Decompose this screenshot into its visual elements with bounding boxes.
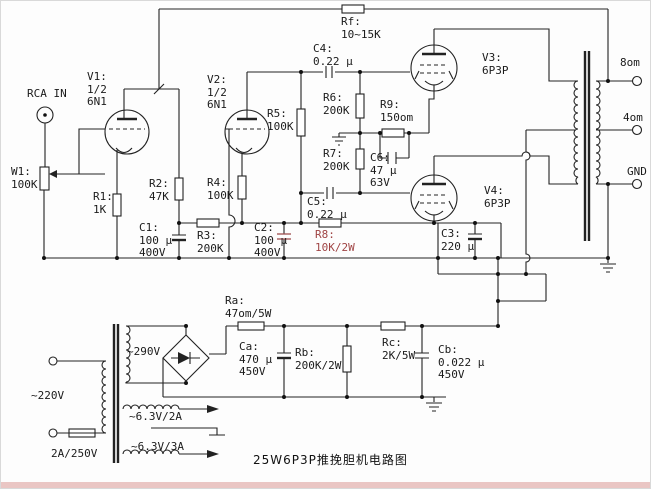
label-r9: R9: 150om (380, 98, 414, 124)
resistor-r4-symbol (237, 175, 247, 200)
diagram-title: 25W6P3P推挽胆机电路图 (253, 453, 408, 467)
label-ra: Ra: 47om/5W (225, 294, 272, 320)
resistor-rf-symbol (341, 4, 365, 14)
label-r8: R8: 10K/2W (315, 228, 355, 254)
resistor-rc-symbol (380, 321, 406, 331)
v4-plate-wire (434, 151, 578, 185)
label-c3: C3: 220 μ (441, 227, 475, 253)
diode-icon (178, 352, 190, 364)
output-transformer-primary (573, 80, 581, 185)
label-rf: Rf: 10~15K (341, 15, 381, 41)
label-r7: R7: 200K (323, 147, 350, 173)
label-v4: V4: 6P3P (484, 184, 511, 210)
label-c1: C1: 100 μ 400V (139, 221, 173, 259)
terminal-gnd-icon (631, 178, 643, 190)
label-v3: V3: 6P3P (482, 51, 509, 77)
resistor-r2-symbol (174, 177, 184, 201)
label-heater-1: ~6.3V/2A (129, 410, 182, 423)
label-fuse: 2A/250V (51, 447, 98, 460)
resistor-ra-symbol (237, 321, 265, 331)
output-transformer-secondary (593, 80, 601, 185)
capacitor-c6-symbol (379, 133, 410, 164)
feedback-junction (124, 9, 179, 95)
resistor-r9-symbol (381, 128, 405, 138)
label-rca-in: RCA IN (27, 87, 67, 100)
power-transformer-primary (101, 360, 107, 434)
heater-winding-1 (122, 404, 207, 410)
resistor-r8-symbol (318, 218, 342, 228)
label-hv-winding: ~290V (127, 345, 161, 358)
capacitor-cb-symbol (415, 326, 429, 397)
resistor-r1-symbol (112, 193, 122, 217)
watermark-strip (1, 482, 650, 488)
output-transformer-core (583, 51, 591, 241)
mains-terminal-icon (48, 356, 58, 366)
capacitor-c5-symbol (301, 187, 410, 199)
label-terminal-8ohm: 8om (620, 56, 640, 69)
label-r4: R4: 100K (207, 176, 234, 202)
resistor-r3-symbol (196, 218, 220, 228)
label-c2: C2: 100 μ 400V (254, 221, 288, 259)
label-heater-2: ~6.3V/3A (131, 440, 184, 453)
resistor-r7-symbol (355, 148, 365, 170)
label-mains: ~220V (31, 389, 65, 402)
tube-v1-symbol (104, 109, 150, 155)
label-c4: C4: 0.22 μ (313, 42, 353, 68)
c3-enclosure (437, 222, 502, 258)
heater-arrow-icon (207, 405, 219, 413)
label-ca: Ca: 470 μ 450V (239, 340, 273, 378)
junction-dots (42, 70, 610, 399)
label-rc: Rc: 2K/5W (382, 336, 416, 362)
potentiometer-w1-symbol (39, 166, 50, 191)
label-v2: V2: 1/2 6N1 (207, 73, 227, 111)
label-r1: R1: 1K (93, 190, 113, 216)
ground-symbol-right-icon (600, 258, 616, 273)
terminal-4ohm-icon (631, 124, 643, 136)
v3-plate-wire (434, 28, 578, 82)
mains-terminal-icon (48, 428, 58, 438)
power-transformer-core (112, 324, 120, 463)
label-v1: V1: 1/2 6N1 (87, 70, 107, 108)
center-tap-riser (525, 130, 531, 274)
wiper-arrow-icon (49, 170, 57, 178)
label-terminal-4ohm: 4om (623, 111, 643, 124)
terminal-8ohm-icon (631, 75, 643, 87)
label-r5: R5: 100K (267, 107, 294, 133)
psu-ground-rail (162, 358, 446, 398)
label-w1: W1: 100K (11, 165, 38, 191)
resistor-r6-symbol (355, 93, 365, 119)
label-r3: R3: 200K (197, 229, 224, 255)
label-rb: Rb: 200K/2W (295, 346, 342, 372)
label-cb: Cb: 0.022 μ 450V (438, 343, 485, 381)
ground-symbol-psu-icon (426, 397, 442, 412)
heater-winding-2 (122, 449, 207, 455)
power-transformer-hv-winding (125, 325, 131, 383)
label-r6: R6: 200K (323, 91, 350, 117)
label-terminal-gnd: GND (627, 165, 647, 178)
capacitor-c4-symbol (247, 66, 410, 78)
heater-center-tap (151, 427, 225, 436)
heater-arrow-icon (207, 450, 219, 458)
resistor-rb-symbol (342, 345, 352, 373)
resistor-r5-symbol (296, 108, 306, 137)
bplus-bus (437, 258, 547, 326)
label-r2: R2: 47K (149, 177, 169, 203)
label-c5: C5: 0.22 μ (307, 195, 347, 221)
label-c6: C6: 47 μ 63V (370, 151, 397, 189)
